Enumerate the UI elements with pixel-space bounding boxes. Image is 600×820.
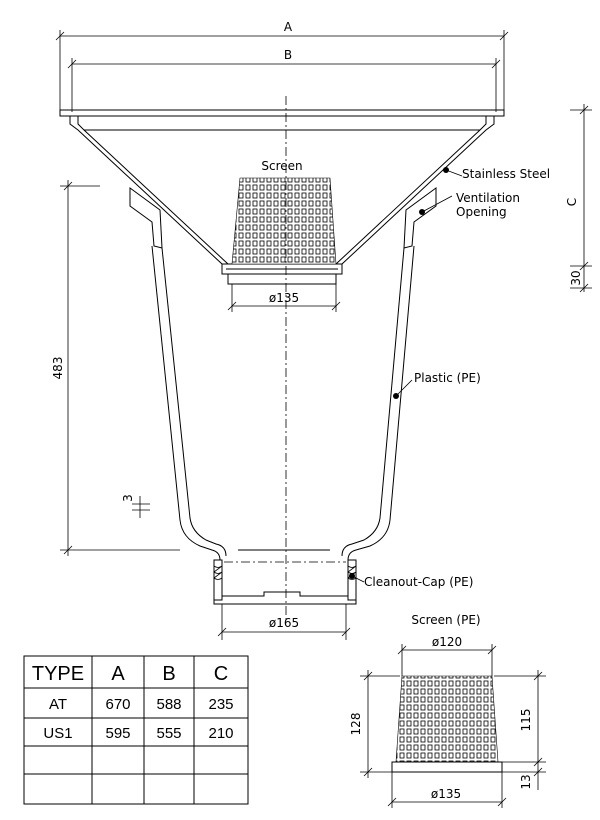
screen-label: Screen	[261, 159, 302, 173]
screen-dia-label: ø135	[269, 291, 299, 305]
table-cell: US1	[43, 725, 72, 742]
dimension-c-label: C	[565, 198, 579, 206]
height-label: 483	[51, 357, 65, 380]
screen-top: Screen	[231, 159, 337, 265]
ventilation-label-1: Ventilation	[456, 191, 520, 205]
table-header-c: C	[214, 663, 228, 685]
dimension-height: 483	[51, 180, 180, 556]
dimension-b-label: B	[284, 48, 292, 62]
screen-top-dia-label: ø120	[432, 635, 462, 649]
stainless-steel-label: Stainless Steel	[462, 167, 550, 181]
table-header-type: TYPE	[32, 663, 84, 685]
screen-bottom-dia-label: ø135	[431, 787, 461, 801]
outlet-dia-label: ø165	[269, 616, 299, 630]
table-cell: 235	[208, 696, 233, 713]
screen-height-base-label: 13	[519, 774, 533, 789]
dimension-screen-dia: ø135	[227, 284, 341, 312]
table-header-b: B	[162, 663, 175, 685]
screen-detail: Screen (PE) ø120 128 115 13 ø135	[349, 613, 546, 808]
plastic-body	[129, 187, 437, 605]
screen-detail-title: Screen (PE)	[411, 613, 480, 627]
screen-height-total-label: 128	[349, 713, 363, 736]
table-cell: AT	[49, 696, 67, 713]
callouts: Stainless Steel Ventilation Opening Plas…	[349, 167, 550, 589]
ventilation-label-2: Opening	[456, 205, 507, 219]
dimension-b: B	[67, 48, 501, 112]
plastic-label: Plastic (PE)	[414, 371, 481, 385]
table-header-a: A	[111, 663, 125, 685]
dimension-c-base-label: 30	[569, 270, 583, 285]
dimension-table: TYPE A B C AT 670 588 235 US1 595 555 21…	[23, 655, 249, 805]
table-cell: 595	[105, 725, 130, 742]
dimension-small: 3	[121, 494, 150, 518]
dimension-a: A	[55, 20, 509, 110]
table-cell: 588	[156, 696, 181, 713]
dimension-c: C 30	[565, 104, 592, 293]
table-cell: 670	[105, 696, 130, 713]
dimension-a-label: A	[284, 20, 293, 34]
screen-height-body-label: 115	[519, 709, 533, 732]
small-dimension-label: 3	[121, 494, 135, 502]
stainless-steel-funnel	[59, 109, 505, 285]
table-cell: 210	[208, 725, 233, 742]
cleanout-label: Cleanout-Cap (PE)	[364, 575, 473, 589]
table-cell: 555	[156, 725, 181, 742]
dimension-outlet-dia: ø165	[217, 604, 351, 640]
